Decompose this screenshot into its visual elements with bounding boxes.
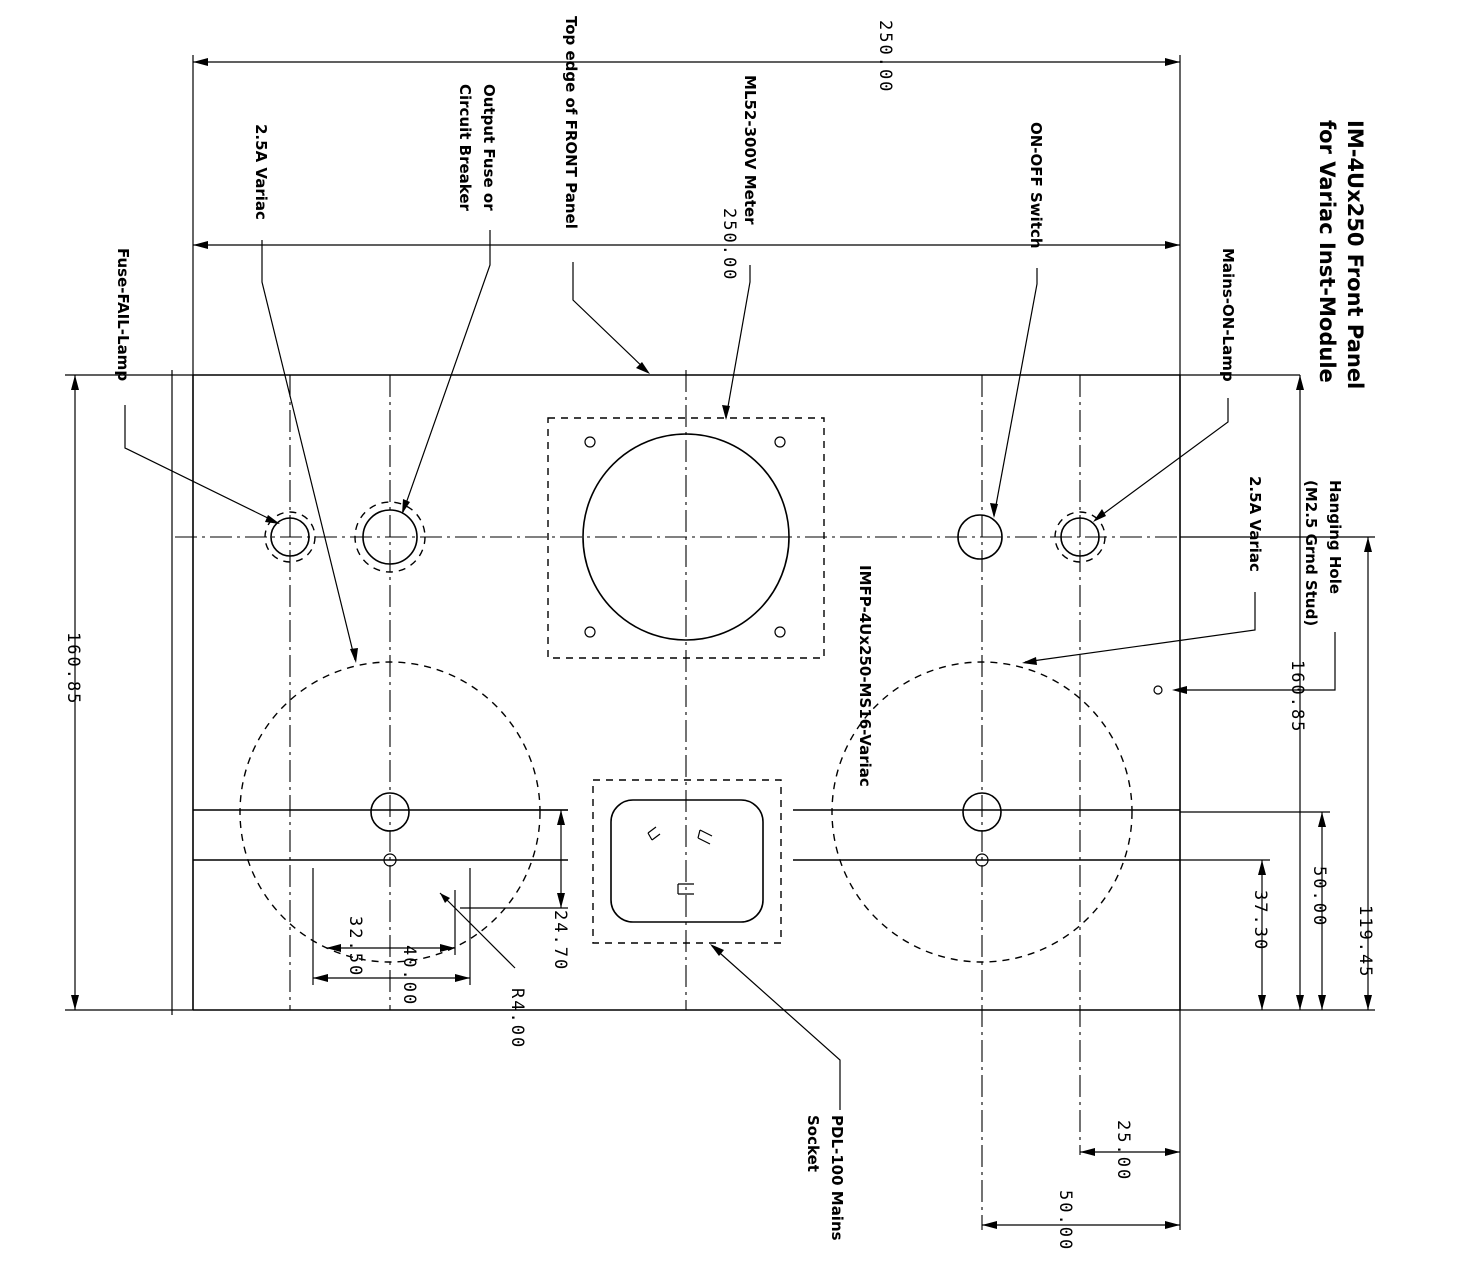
dimension-lines [65,55,1375,1230]
leader-lines [124,230,1336,1110]
fuse-fail-lamp-hole [264,511,316,563]
dim-119-45: 119.45 [1355,905,1375,978]
dim-50-bottom: 50.00 [1055,1190,1075,1251]
label-output-fuse-2: Circuit Breaker [456,84,474,212]
label-on-off-switch: ON-OFF Switch [1027,122,1045,249]
label-hanging-hole-2: (M2.5 Grnd Stud) [1302,480,1320,626]
mains-on-lamp-hole [1054,511,1106,563]
label-socket-1: PDL-100 Mains [828,1115,846,1241]
dim-height-right: 160.85 [1287,660,1307,733]
dim-37-30: 37.30 [1250,890,1270,951]
title-line-1: IM-4Ux250 Front Panel [1343,120,1367,389]
label-meter: ML52-300V Meter [741,75,759,225]
label-hanging-hole-1: Hanging Hole [1326,480,1344,594]
variac-left [239,661,541,963]
dim-40-00: 40.00 [399,945,419,1006]
dim-50-right: 50.00 [1309,866,1329,927]
mains-socket [592,779,782,944]
hanging-hole [1153,685,1163,695]
dim-24-70: 24.70 [550,910,570,971]
center-lines [175,370,1375,1230]
output-fuse-hole [354,501,426,573]
dim-width-top: 250.00 [875,20,895,93]
on-off-switch-hole [957,514,1003,560]
label-mains-on-lamp: Mains-ON-Lamp [1219,248,1237,382]
label-variac-right: 2.5A Variac [1246,476,1264,572]
label-variac-left: 2.5A Variac [252,124,270,220]
dim-r4: R4.00 [507,988,527,1049]
label-output-fuse-1: Output Fuse or [480,84,498,211]
label-socket-2: Socket [804,1115,822,1172]
variac-right [831,661,1133,963]
title-line-2: for Variac Inst-Module [1315,120,1339,383]
meter-cutout [547,417,825,659]
label-part-number: IMFP-4Ux250-MS16-Variac [856,565,874,787]
dim-32-50: 32.50 [345,916,365,977]
annotations: IM-4Ux250 Front Panel for Variac Inst-Mo… [63,16,1375,1251]
dim-25-bottom: 25.00 [1113,1120,1133,1181]
dim-width-inner: 250.00 [719,208,739,281]
dim-height-left: 160.85 [63,632,83,705]
label-top-edge: Top edge of FRONT Panel [562,16,580,229]
label-fuse-fail-lamp: Fuse-FAIL-Lamp [114,248,132,381]
